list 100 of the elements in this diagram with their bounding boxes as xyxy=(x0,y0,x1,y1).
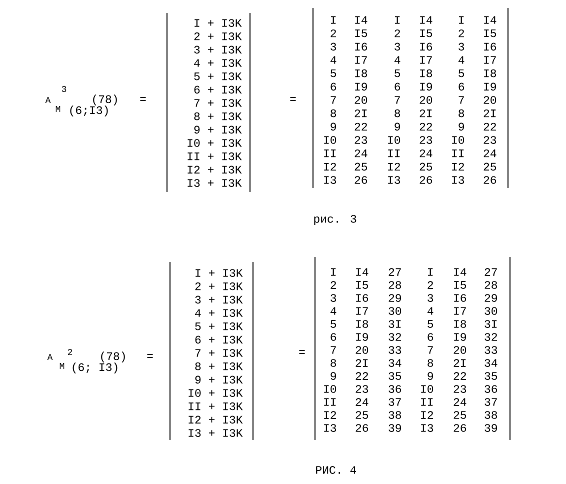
matrix-entry: I9 xyxy=(356,333,368,341)
matrix-entry: 3I xyxy=(388,320,401,328)
matrix-entry: I7 xyxy=(454,307,466,315)
superscript: (78) xyxy=(101,352,125,362)
matrix-entry: I5 xyxy=(454,281,466,289)
matrix-entry: I7 xyxy=(355,56,367,64)
matrix-entry: I8 xyxy=(355,69,368,78)
matrix-entry: 7 xyxy=(330,346,336,354)
matrix-entry: 27 xyxy=(388,268,401,276)
matrix-entry: I8 xyxy=(454,320,466,328)
matrix-entry: 24 xyxy=(484,149,496,158)
matrix-entry: 20 xyxy=(356,346,368,354)
matrix-entry: 7 xyxy=(458,96,464,104)
matrix-row: I0 + I3K xyxy=(188,389,243,397)
subscript: (6;I3) xyxy=(70,106,108,116)
matrix-entry: 4 xyxy=(458,56,464,64)
matrix-row: 5 + I3K xyxy=(195,322,243,330)
subscript: M xyxy=(56,106,60,112)
matrix-entry: I3 xyxy=(421,424,434,432)
matrix-entry: 7 xyxy=(428,346,433,354)
symbol: A xyxy=(45,97,51,103)
matrix-entry: I6 xyxy=(454,294,466,302)
equals-sign: = xyxy=(140,97,146,101)
matrix-entry: I4 xyxy=(356,268,368,276)
matrix-row: 8 + I3K xyxy=(194,112,242,120)
matrix-entry: I3 xyxy=(388,176,400,184)
matrix-entry: 23 xyxy=(354,136,368,144)
matrix-entry: 3 xyxy=(428,294,434,302)
matrix-entry: 22 xyxy=(356,372,368,380)
matrix-entry: I xyxy=(459,16,464,24)
matrix-entry: 25 xyxy=(454,411,466,419)
matrix-row: I2 + I3K xyxy=(188,416,243,424)
matrix-entry: 20 xyxy=(484,96,496,104)
matrix-entry: I xyxy=(331,16,336,24)
matrix-entry: I6 xyxy=(355,42,368,51)
matrix-entry: 37 xyxy=(388,398,401,406)
matrix-entry: 30 xyxy=(484,307,498,315)
matrix-entry: I7 xyxy=(356,307,368,315)
matrix-entry: 26 xyxy=(354,176,368,184)
matrix-row: I3 + I3K xyxy=(188,429,243,437)
matrix-entry: 2I xyxy=(356,359,368,367)
matrix-entry: 7 xyxy=(394,96,400,104)
matrix-entry: 2I xyxy=(420,109,432,118)
matrix-entry: 35 xyxy=(388,372,402,380)
matrix-row: II + I3K xyxy=(188,402,243,410)
matrix-entry: 3I xyxy=(484,320,497,328)
matrix-entry: I0 xyxy=(388,136,400,144)
matrix-entry: I8 xyxy=(420,69,432,78)
matrix-entry: 38 xyxy=(388,411,402,419)
matrix-entry: 23 xyxy=(420,136,432,144)
superscript: (78) xyxy=(93,94,117,106)
matrix-row: I + I3K xyxy=(196,269,243,277)
matrix-entry: 26 xyxy=(454,424,466,432)
matrix-entry: I0 xyxy=(324,385,336,393)
matrix-entry: 26 xyxy=(356,424,368,432)
matrix-row: 5 + I3K xyxy=(194,72,242,80)
matrix-entry: 5 xyxy=(394,69,400,78)
matrix-row: 2 + I3K xyxy=(194,32,242,40)
matrix-entry: 2I xyxy=(454,359,466,367)
matrix-entry: 20 xyxy=(420,96,432,104)
matrix-entry: I5 xyxy=(420,29,432,38)
matrix-entry: 36 xyxy=(388,385,402,393)
matrix-entry: 25 xyxy=(484,162,496,171)
matrix-entry: 28 xyxy=(388,281,402,289)
matrix-entry: I4 xyxy=(420,16,432,24)
matrix-entry: I2 xyxy=(324,162,336,171)
matrix-entry: I2 xyxy=(388,162,400,171)
matrix-entry: 36 xyxy=(484,385,498,393)
matrix-entry: 20 xyxy=(354,96,368,104)
matrix-entry: I5 xyxy=(355,29,368,38)
matrix-row: 7 + I3K xyxy=(195,349,243,357)
matrix-entry: 2 xyxy=(330,281,336,289)
matrix-entry: 4 xyxy=(394,56,400,64)
matrix-entry: 37 xyxy=(484,398,497,406)
matrix-entry: 6 xyxy=(330,333,336,341)
matrix-row: 6 + I3K xyxy=(195,336,243,344)
matrix-row: I0 + I3K xyxy=(188,139,242,147)
matrix-entry: 5 xyxy=(330,69,336,78)
matrix-entry: I7 xyxy=(484,56,496,64)
matrix-entry: 25 xyxy=(420,162,432,171)
matrix-row: 4 + I3K xyxy=(195,309,243,317)
matrix-entry: 6 xyxy=(428,333,434,341)
matrix-row: 7 + I3K xyxy=(194,99,242,107)
matrix-entry: 25 xyxy=(356,411,368,419)
matrix-row: 3 + I3K xyxy=(194,46,242,54)
matrix-entry: II xyxy=(388,150,400,158)
matrix-entry: 24 xyxy=(354,149,368,158)
matrix-entry: I2 xyxy=(421,411,433,419)
matrix-entry: 39 xyxy=(388,424,401,432)
matrix-entry: 4 xyxy=(330,307,336,315)
superscript: 3 xyxy=(62,86,66,92)
matrix-row: 9 + I3K xyxy=(194,126,242,134)
matrix-entry: 39 xyxy=(484,424,497,432)
subscript: (6; I3) xyxy=(72,362,118,374)
caption: рис. 3 xyxy=(314,214,356,226)
matrix-entry: 22 xyxy=(354,122,367,131)
matrix-entry: I4 xyxy=(355,16,368,24)
matrix-entry: 4 xyxy=(330,56,336,64)
matrix-row: 3 + I3K xyxy=(195,296,243,304)
matrix-entry: 2 xyxy=(394,29,400,38)
